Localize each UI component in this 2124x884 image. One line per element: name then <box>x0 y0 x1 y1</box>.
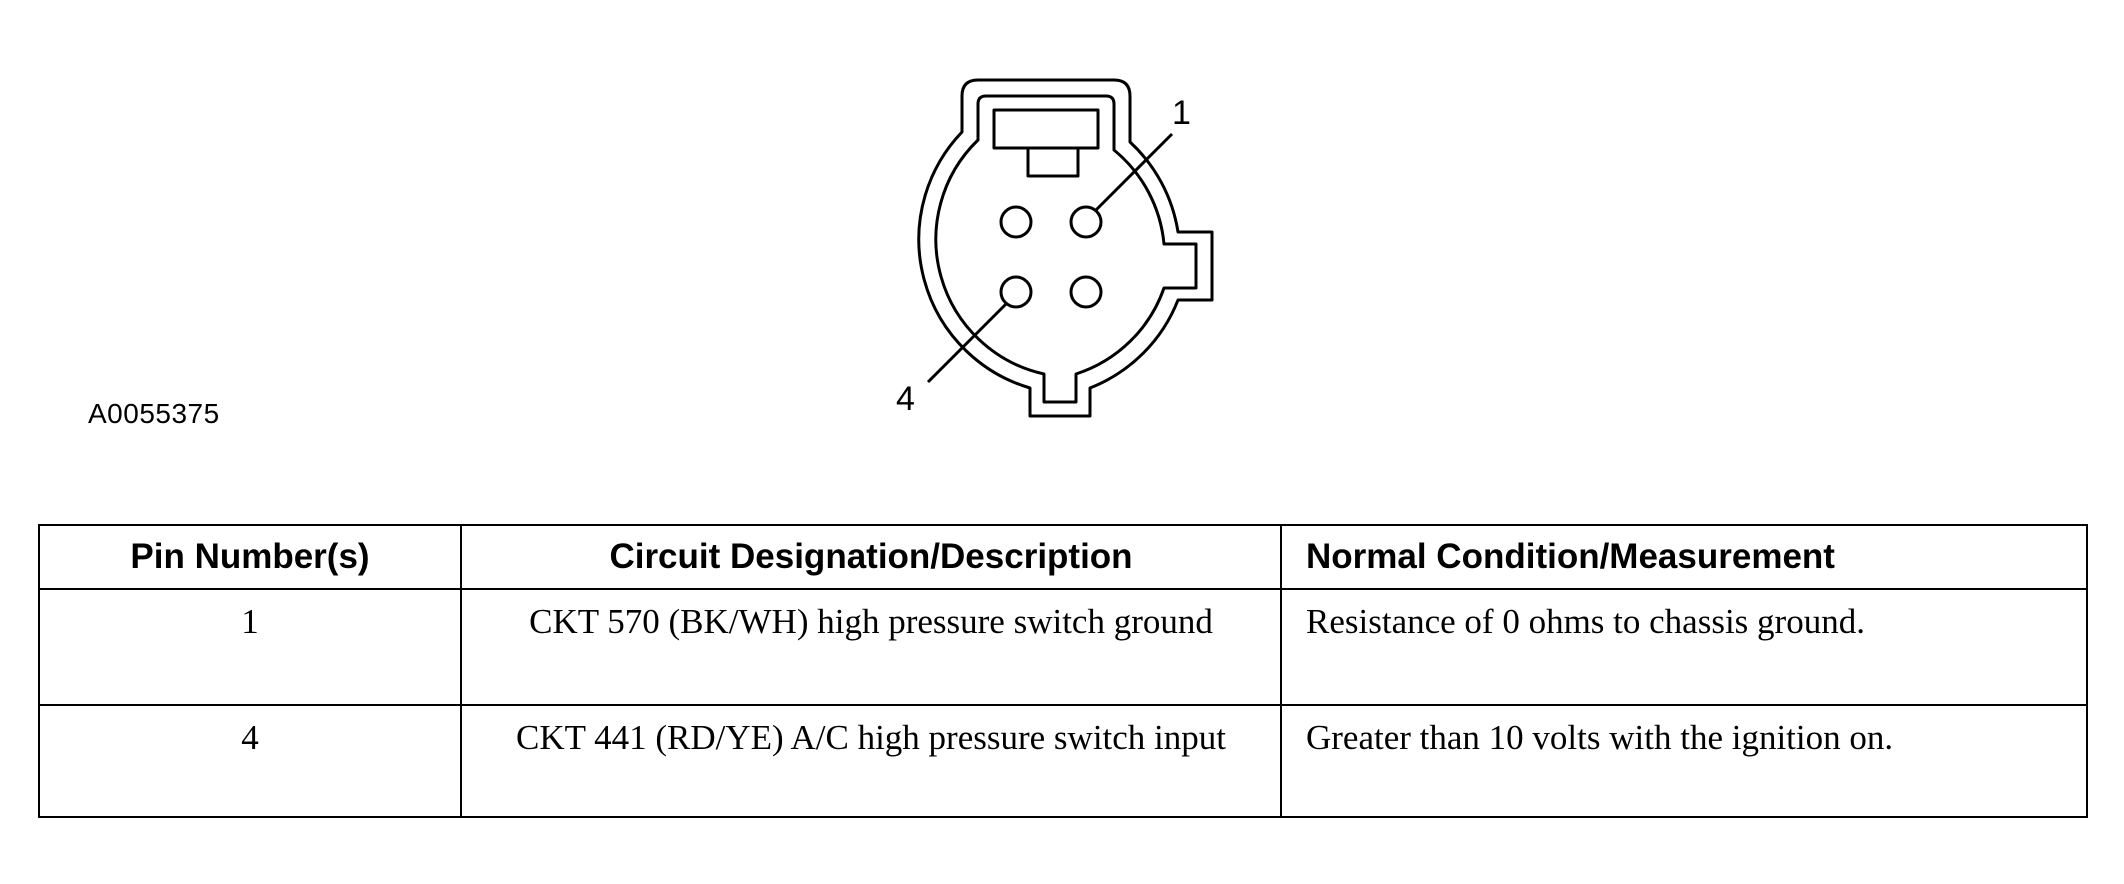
pin-table: Pin Number(s) Circuit Designation/Descri… <box>38 524 2088 818</box>
cell-pin: 1 <box>38 588 462 706</box>
connector-diagram: 1 4 <box>896 78 1214 418</box>
cell-condition: Resistance of 0 ohms to chassis ground. <box>1280 588 2088 706</box>
cell-condition: Greater than 10 volts with the ignition … <box>1280 704 2088 818</box>
header-pin-number: Pin Number(s) <box>38 524 462 590</box>
table-header-row: Pin Number(s) Circuit Designation/Descri… <box>38 524 2088 590</box>
pin-socket-2 <box>999 205 1033 239</box>
connector-outline-outer <box>917 78 1214 418</box>
leader-line-pin-1 <box>1094 132 1174 212</box>
connector-outline-inner <box>934 94 1198 404</box>
locking-tab <box>992 108 1100 150</box>
pin-socket-3 <box>1069 275 1103 309</box>
callout-pin-4: 4 <box>896 380 915 418</box>
table-row: 4 CKT 441 (RD/YE) A/C high pressure swit… <box>38 704 2088 818</box>
pin-socket-4 <box>999 275 1033 309</box>
cell-pin: 4 <box>38 704 462 818</box>
cell-circuit: CKT 441 (RD/YE) A/C high pressure switch… <box>460 704 1282 818</box>
callout-pin-1: 1 <box>1172 94 1191 132</box>
table-row: 1 CKT 570 (BK/WH) high pressure switch g… <box>38 588 2088 706</box>
leader-line-pin-4 <box>926 302 1008 384</box>
header-condition: Normal Condition/Measurement <box>1280 524 2088 590</box>
figure-id: A0055375 <box>88 398 220 429</box>
pin-socket-1 <box>1069 205 1103 239</box>
header-circuit: Circuit Designation/Description <box>460 524 1282 590</box>
cell-circuit: CKT 570 (BK/WH) high pressure switch gro… <box>460 588 1282 706</box>
locking-tab-latch <box>1026 146 1080 178</box>
